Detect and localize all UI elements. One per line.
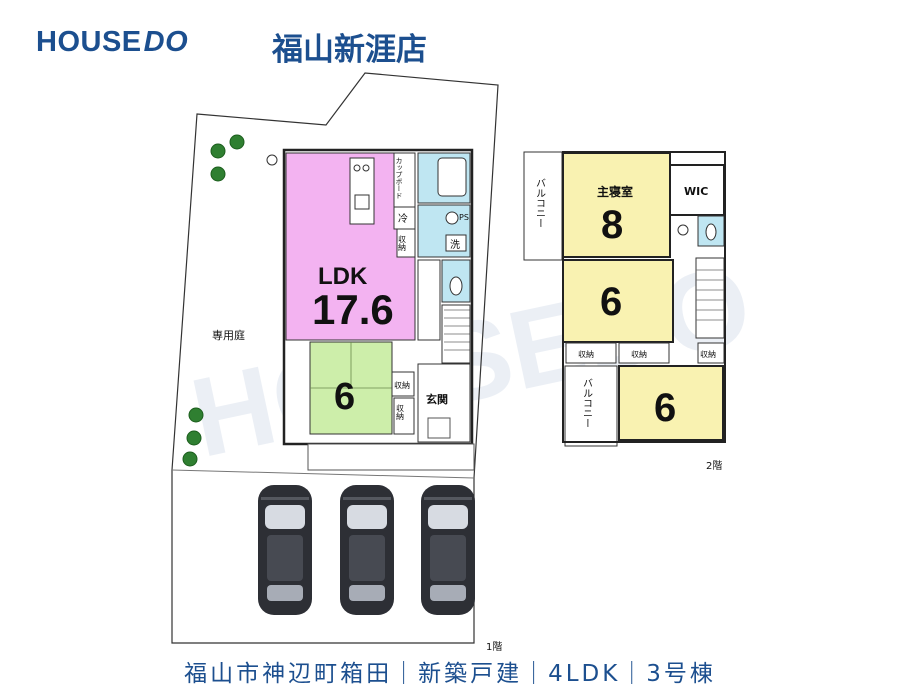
brand-logo: HOUSEDO xyxy=(36,26,188,59)
store-name: 福山新涯店 xyxy=(272,32,427,68)
garden-trees xyxy=(182,134,245,467)
storage-label: 収納 xyxy=(396,403,405,421)
storage-label: 収納 xyxy=(394,380,410,390)
floor2-label: 2階 xyxy=(706,460,722,472)
yard-label: 専用庭 xyxy=(212,328,245,342)
balcony-bottom xyxy=(564,365,618,447)
master-bedroom-size: 8 xyxy=(601,203,623,247)
bedroom-3-size: 6 xyxy=(654,386,676,430)
bedroom-2-size: 6 xyxy=(600,280,622,324)
ldk-size: 17.6 xyxy=(312,286,394,333)
balcony-top xyxy=(523,151,563,261)
storage-label: 収納 xyxy=(398,234,407,252)
cupboard-label: カップボード xyxy=(395,157,403,199)
master-bedroom xyxy=(562,152,671,258)
bedroom-2 xyxy=(562,259,674,343)
footer-caption: 福山市神辺町箱田｜新築戸建｜4LDK｜3号棟 xyxy=(184,661,716,687)
storage-label: 収納 xyxy=(700,349,716,359)
ldk-label: LDK xyxy=(318,263,368,290)
brand-logo-italic: DO xyxy=(143,26,189,58)
floor1-label: 1階 xyxy=(486,641,502,653)
ps-label: PS xyxy=(459,213,469,222)
balcony-label: バルコニー xyxy=(581,378,593,428)
master-bedroom-label: 主寝室 xyxy=(597,184,633,199)
parking-cars xyxy=(258,485,475,615)
fridge-label: 冷 xyxy=(398,212,408,225)
tatami-size: 6 xyxy=(334,376,355,418)
bedroom-3 xyxy=(618,365,724,441)
entrance-label: 玄関 xyxy=(426,392,448,406)
balcony-label: バルコニー xyxy=(534,178,546,228)
storage-label: 収納 xyxy=(631,349,647,359)
brand-logo-main: HOUSE xyxy=(36,26,142,58)
wic xyxy=(669,164,725,216)
storage-label: 収納 xyxy=(578,349,594,359)
wic-label: WIC xyxy=(684,185,708,198)
washroom-label: 洗 xyxy=(450,239,460,251)
